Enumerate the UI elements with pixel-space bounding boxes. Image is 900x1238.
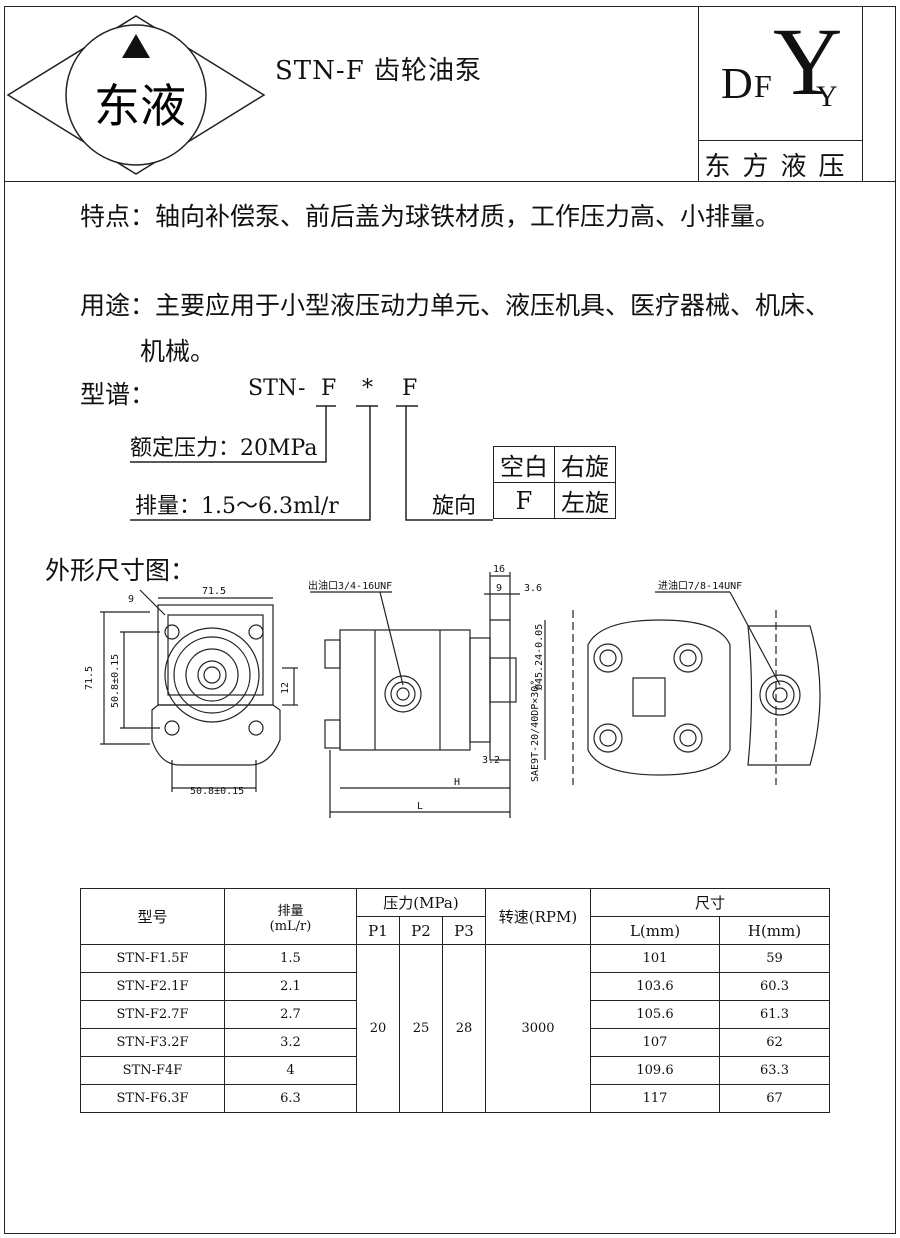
outlet-port-label: 出油口3/4-16UNF: [308, 579, 392, 592]
dim-h: H: [454, 777, 460, 788]
logo-text: 东液: [94, 79, 186, 133]
header-divider: [4, 181, 896, 182]
dim-50-8-vertical: 50.8±0.15: [110, 654, 121, 708]
header-size: 尺寸: [590, 888, 830, 917]
header-h: H(mm): [719, 916, 830, 945]
cell-l: 107: [590, 1028, 720, 1057]
dim-3-2: 3.2: [482, 755, 500, 766]
cell-disp: 4: [224, 1056, 357, 1085]
outline-drawings: 71.5 9 71.5 50.8±0.15 50.8±0.15 12 出油口3/…: [84, 564, 821, 818]
header-l: L(mm): [590, 916, 720, 945]
cell-disp: 2.7: [224, 1000, 357, 1029]
cell-l: 109.6: [590, 1056, 720, 1085]
dim-16: 16: [493, 564, 505, 575]
cell-h: 59: [719, 944, 830, 973]
triangle-icon: [122, 34, 150, 58]
cell-p3: 28: [442, 944, 486, 1113]
brand-box: D F Y Y 东方液压: [698, 6, 863, 182]
end-view: [655, 591, 821, 785]
cell-p2: 25: [399, 944, 443, 1113]
cell-p1: 20: [356, 944, 400, 1113]
cell-model: STN-F2.7F: [80, 1000, 225, 1029]
code-part-f2: F: [402, 376, 418, 401]
rated-pressure: 额定压力：20MPa: [130, 436, 318, 461]
rotation-table: 空白 右旋 F 左旋: [493, 446, 616, 519]
brand-letter-y-small: Y: [816, 80, 838, 113]
cell-l: 101: [590, 944, 720, 973]
cell-model: STN-F4F: [80, 1056, 225, 1085]
dim-50-8-horizontal: 50.8±0.15: [190, 786, 244, 797]
cell-l: 105.6: [590, 1000, 720, 1029]
dim-diameter-45: Ø45.24-0.05: [533, 624, 545, 690]
cell-disp: 2.1: [224, 972, 357, 1001]
header-disp-text: 排量: [277, 903, 304, 919]
rotation-code-blank: 空白: [493, 446, 555, 483]
dim-9: 9: [128, 594, 134, 605]
cell-model: STN-F6.3F: [80, 1084, 225, 1113]
rotation-code-f: F: [493, 482, 555, 519]
cell-disp: 1.5: [224, 944, 357, 973]
code-part-f: F: [321, 376, 337, 401]
dim-12: 12: [280, 682, 291, 694]
brand-letter-f: F: [754, 68, 772, 104]
cell-l: 117: [590, 1084, 720, 1113]
header-p2: P2: [399, 916, 443, 945]
table-row: STN-F2.7F 2.7 105.6 61.3: [80, 1000, 830, 1029]
table-row: STN-F3.2F 3.2 107 62: [80, 1028, 830, 1057]
outline-title: 外形尺寸图：: [45, 556, 196, 585]
usage-text-line1: 用途：主要应用于小型液压动力单元、液压机具、医疗器械、机床、: [80, 291, 831, 320]
model-code-label: 型谱：: [80, 380, 156, 409]
code-part-dash: -: [298, 376, 306, 401]
table-row: STN-F1.5F 1.5 20 25 28 3000 101 59: [80, 944, 830, 1113]
cell-h: 62: [719, 1028, 830, 1057]
spec-table: 型号 排量 (mL/r) 压力(MPa) 转速(RPM) 尺寸 P1 P2 P3…: [80, 888, 830, 1113]
cell-h: 63.3: [719, 1056, 830, 1085]
header-disp-unit: (mL/r): [269, 918, 312, 934]
code-part-stn: STN: [248, 376, 297, 401]
spline-spec: SAE9T-20/40DP×30°: [530, 680, 541, 782]
rear-view: [572, 610, 731, 785]
brand-name: 东方液压: [704, 152, 857, 182]
displacement-range: 排量：1.5～6.3ml/r: [135, 494, 339, 519]
front-view: [100, 589, 298, 792]
cell-h: 61.3: [719, 1000, 830, 1029]
cell-speed: 3000: [485, 944, 591, 1113]
brand-letter-d: D: [721, 59, 753, 108]
rotation-label: 旋向: [432, 494, 477, 519]
cell-h: 67: [719, 1084, 830, 1113]
cell-disp: 6.3: [224, 1084, 357, 1113]
cell-model: STN-F2.1F: [80, 972, 225, 1001]
dim-3-6: 3.6: [524, 583, 542, 594]
model-code-leaders: [130, 405, 493, 521]
page-frame: [4, 6, 896, 1234]
page-title: STN-F 齿轮油泵: [275, 56, 482, 86]
header-p1: P1: [356, 916, 400, 945]
table-row: STN-F6.3F 6.3 117 67: [80, 1084, 830, 1113]
company-logo: 东液: [6, 15, 266, 175]
header-p3: P3: [442, 916, 486, 945]
header-pressure: 压力(MPa): [356, 888, 486, 917]
rotation-left: 左旋: [554, 482, 616, 519]
header-model: 型号: [80, 888, 225, 945]
dim-l: L: [417, 801, 423, 812]
cell-l: 103.6: [590, 972, 720, 1001]
header-displacement: 排量 (mL/r): [224, 888, 357, 945]
cell-disp: 3.2: [224, 1028, 357, 1057]
inlet-port-label: 进油口7/8-14UNF: [658, 579, 742, 592]
rotation-right: 右旋: [554, 446, 616, 483]
dim-9b: 9: [496, 583, 502, 594]
usage-text-line2: 机械。: [140, 337, 216, 366]
dim-71-5-left: 71.5: [84, 666, 95, 690]
brand-letter-y-big: Y: [773, 8, 843, 115]
side-view: [310, 572, 546, 818]
cell-model: STN-F3.2F: [80, 1028, 225, 1057]
cell-model: STN-F1.5F: [80, 944, 225, 973]
cell-h: 60.3: [719, 972, 830, 1001]
code-part-star: *: [362, 376, 373, 401]
dim-71-5-top: 71.5: [202, 586, 226, 597]
header-speed: 转速(RPM): [485, 888, 591, 945]
features-text: 特点：轴向补偿泵、前后盖为球铁材质，工作压力高、小排量。: [80, 202, 781, 231]
